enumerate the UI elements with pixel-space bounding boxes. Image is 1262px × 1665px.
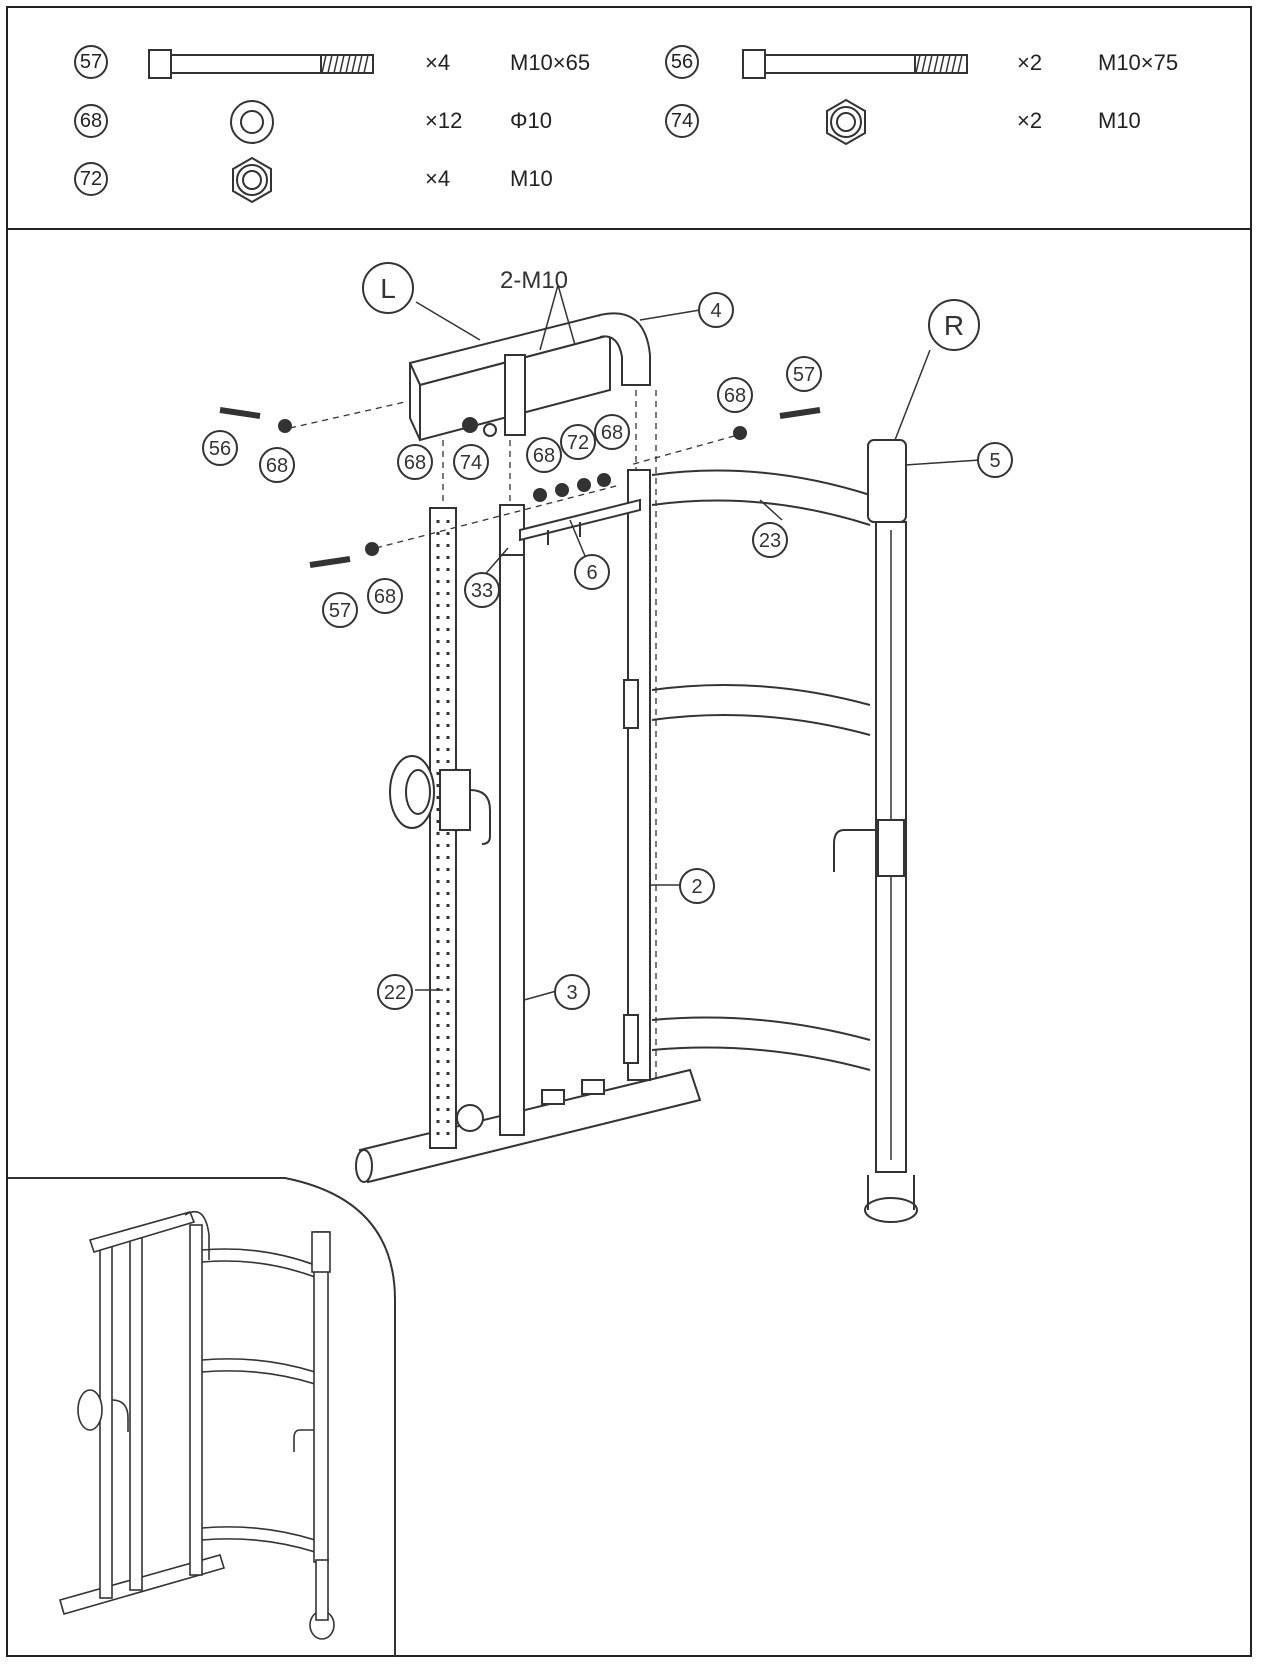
- callout-22: 22: [384, 982, 406, 1004]
- upright-2: [623, 469, 651, 1081]
- upright-5: [833, 439, 918, 1223]
- quantity-label: ×4: [425, 50, 451, 75]
- upright-3: [499, 504, 525, 1136]
- right-side-marker: [928, 299, 980, 351]
- quantity-label: ×12: [425, 108, 463, 133]
- spec-label: M10×65: [510, 50, 591, 75]
- top-beam-4: [408, 312, 651, 442]
- callout-2: 2: [691, 876, 702, 898]
- callout-68-beam: 68: [404, 452, 426, 474]
- part-number-callout: 74: [665, 104, 699, 138]
- callout-6: 6: [586, 562, 597, 584]
- callout-56: 56: [209, 438, 231, 460]
- part-number-callout: 72: [74, 162, 108, 196]
- crossbar-6: [519, 498, 641, 545]
- assembled-preview: [59, 1210, 335, 1640]
- spec-label: M10: [510, 166, 553, 191]
- quantity-label: ×2: [1017, 108, 1043, 133]
- part-number-callout: 57: [74, 45, 108, 79]
- leader-lines: [415, 284, 981, 1001]
- nut-icon: [232, 156, 272, 204]
- callout-68-lower: 68: [374, 586, 396, 608]
- callout-68-mid: 68: [533, 445, 555, 467]
- callout-74: 74: [460, 452, 482, 474]
- spec-label: M10: [1098, 108, 1141, 133]
- washer-icon: [230, 100, 274, 144]
- fastener-label: 2-M10: [500, 267, 568, 294]
- callout-68-left: 68: [266, 455, 288, 477]
- callout-4: 4: [710, 300, 721, 322]
- inset-border: [8, 1177, 396, 1657]
- fastener-stack: [219, 407, 821, 568]
- callout-group: 4 5 57 68 56 68 68 74 68 72 68 23 6 33 5…: [202, 292, 1013, 1010]
- spec-label: Φ10: [510, 108, 553, 133]
- callout-57-left: 57: [329, 600, 351, 622]
- left-side-marker: [362, 262, 414, 314]
- section-divider: [6, 228, 1252, 230]
- quantity-label: ×4: [425, 166, 451, 191]
- quantity-label: ×2: [1017, 50, 1043, 75]
- callout-57-top: 57: [793, 364, 815, 386]
- pulley-carriage: [389, 755, 491, 845]
- callout-5: 5: [989, 450, 1000, 472]
- curved-rails: [651, 469, 871, 1071]
- callout-3: 3: [566, 982, 577, 1004]
- nut-icon: [826, 98, 866, 146]
- page-frame: [6, 6, 1252, 1657]
- callout-23: 23: [759, 530, 781, 552]
- callout-68-right: 68: [601, 422, 623, 444]
- part-number-callout: 68: [74, 104, 108, 138]
- bolt-icon: [742, 49, 968, 79]
- base-tube: [355, 1068, 702, 1184]
- assembly-guides: [289, 390, 746, 1080]
- callout-72: 72: [567, 432, 589, 454]
- left-side-label: L: [380, 273, 396, 304]
- callout-33: 33: [471, 580, 493, 602]
- part-number-callout: 56: [665, 45, 699, 79]
- right-side-label: R: [944, 310, 964, 341]
- spec-label: M10×75: [1098, 50, 1179, 75]
- callout-68-top: 68: [724, 385, 746, 407]
- bolt-icon: [148, 49, 374, 79]
